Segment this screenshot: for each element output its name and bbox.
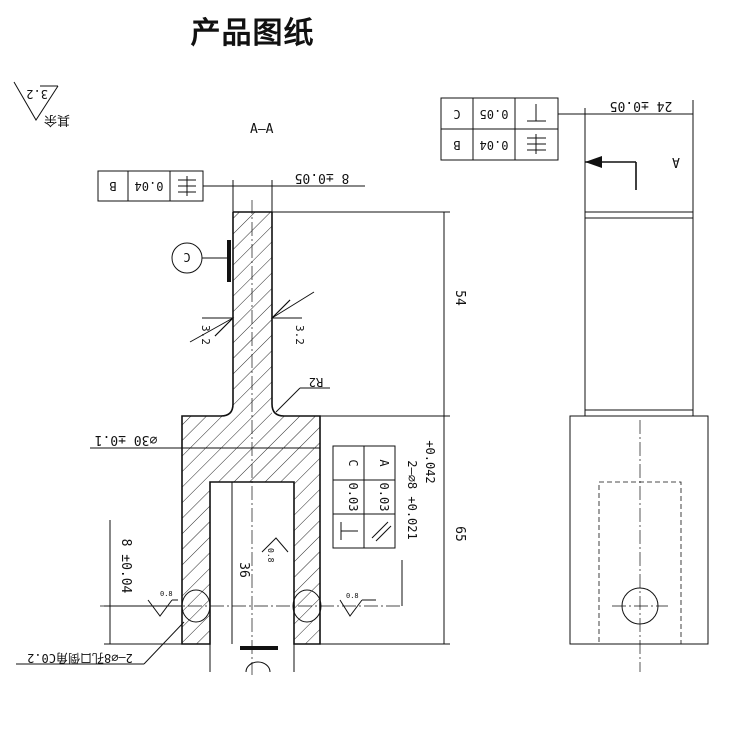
svg-text:B: B [453, 138, 460, 152]
svg-text:C: C [453, 107, 460, 121]
datum-c-callout: C [171, 240, 231, 282]
bore-depth-dimension: 36 0.8 [231, 482, 289, 644]
svg-text:0.8: 0.8 [266, 548, 275, 563]
svg-text:54: 54 [452, 290, 467, 306]
hole-position-dimension: 8 ±0.04 [104, 520, 182, 645]
flatness-frame: B 0.04 [97, 170, 233, 202]
view-arrow: A [585, 154, 680, 190]
svg-text:0.03: 0.03 [346, 483, 360, 512]
right-width-dimension: 24 ±0.05 [584, 98, 694, 212]
svg-text:⌀30 ±0.1: ⌀30 ±0.1 [95, 432, 158, 447]
svg-text:B: B [109, 179, 116, 193]
svg-text:65: 65 [452, 526, 467, 542]
svg-text:2–⌀8孔口倒角C0.2: 2–⌀8孔口倒角C0.2 [27, 651, 133, 665]
height-dimensions: 54 65 [272, 211, 467, 645]
perpendicularity-icon [340, 522, 358, 540]
svg-text:3.2: 3.2 [293, 325, 306, 345]
svg-text:0.04: 0.04 [135, 179, 164, 193]
parallelism-icon [178, 176, 196, 196]
svg-text:24 ±0.05: 24 ±0.05 [610, 98, 673, 113]
stem-width-dimension: 8 ±0.05 [232, 170, 365, 212]
roughness-symbol-icon [13, 81, 59, 121]
svg-text:0.03: 0.03 [377, 483, 391, 512]
svg-text:3.2: 3.2 [199, 325, 212, 345]
section-view [100, 200, 400, 675]
right-gdt-frame: C B 0.05 0.04 [440, 97, 585, 161]
drawing-title: 产品图纸 [190, 16, 315, 51]
svg-text:0.8: 0.8 [346, 592, 359, 600]
roughness-rest-label: 其余 [44, 112, 70, 128]
svg-text:8 ±0.05: 8 ±0.05 [295, 170, 350, 185]
diameter-dimension: ⌀30 ±0.1 [90, 432, 320, 449]
radius-callout: R2 [275, 375, 330, 413]
perpendicularity-icon [527, 104, 546, 122]
general-roughness-note: 3.2 其余 [13, 81, 70, 128]
svg-text:0.05: 0.05 [480, 107, 509, 121]
hole-gdt-frame: C A 0.03 0.03 2–⌀8 +0.021 +0.042 [332, 440, 437, 606]
chamfer-callout: 2–⌀8孔口倒角C0.2 [16, 621, 185, 665]
svg-text:A: A [377, 459, 391, 467]
svg-text:0.8: 0.8 [160, 590, 173, 598]
svg-text:0.04: 0.04 [480, 138, 509, 152]
roughness-value: 3.2 [26, 87, 48, 101]
parallelism-icon [527, 134, 546, 154]
svg-text:+0.042: +0.042 [423, 440, 437, 483]
parallel-icon [371, 521, 392, 542]
svg-text:C: C [346, 459, 360, 466]
section-label: A–A [250, 122, 274, 137]
svg-text:C: C [183, 250, 190, 264]
hole-roughness-marks: 0.8 0.8 [147, 590, 376, 617]
svg-text:36: 36 [236, 562, 251, 578]
svg-text:8 ±0.04: 8 ±0.04 [118, 539, 133, 594]
svg-text:2–⌀8 +0.021: 2–⌀8 +0.021 [405, 460, 419, 539]
side-view [569, 211, 709, 672]
svg-text:A: A [672, 154, 680, 169]
svg-text:R2: R2 [309, 375, 323, 389]
stem-roughness-marks: 3.2 3.2 [189, 291, 315, 345]
